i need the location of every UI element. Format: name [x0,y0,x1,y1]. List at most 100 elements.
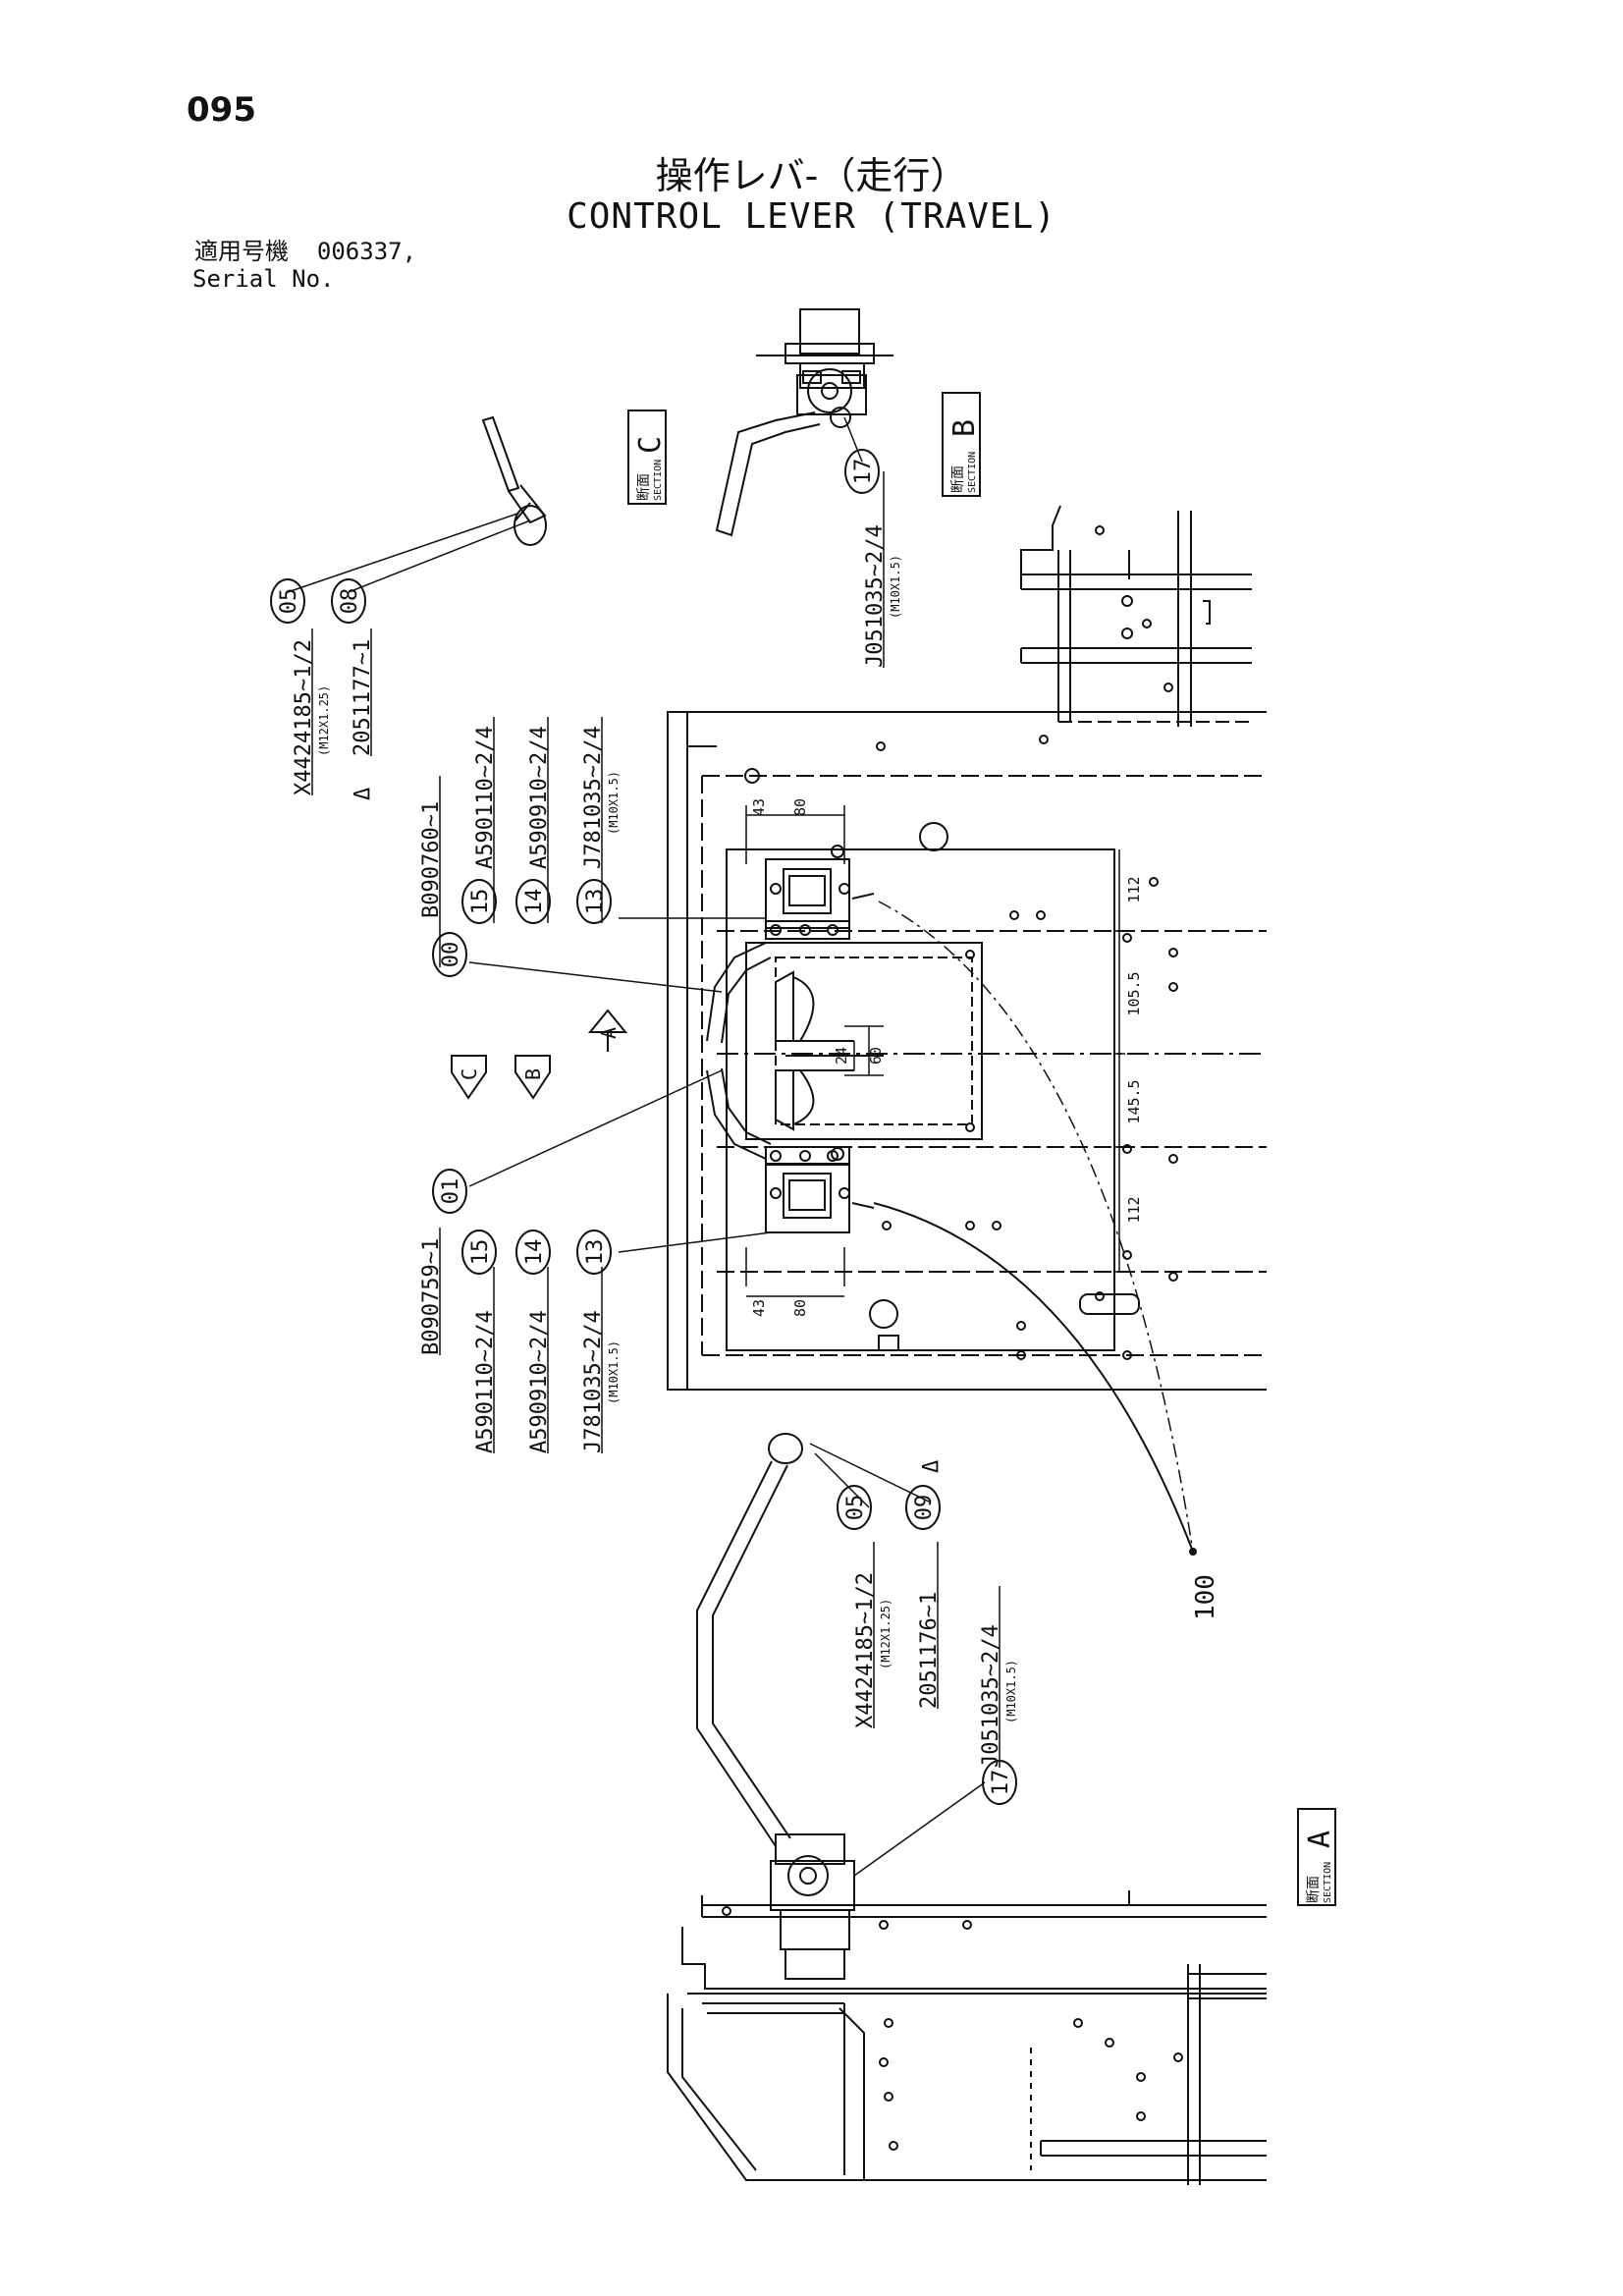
dim-145-5: 145.5 [1125,1079,1143,1123]
dim-60: 60 [867,1047,885,1065]
callout-01-num: 01 [439,1178,463,1205]
dim-105-5: 105.5 [1125,971,1143,1015]
dim-24: 24 [833,1047,850,1065]
part-x4424185-bot: X4424185~1/2 [853,1572,878,1728]
lower-valve [765,1146,875,1233]
part-j051035-bot-spec: (M10X1.5) [1004,1660,1018,1723]
section-c-lever [481,415,547,546]
dimension-lines [745,805,1125,1297]
dimension-labels: 112 105.5 145.5 112 43 80 43 80 24 60 [750,798,1143,1317]
callout-14-bot [515,1230,551,1275]
section-a-box [1297,1808,1336,1906]
dim-43-top: 43 [750,798,768,816]
callout-08 [331,578,366,624]
callout-15-top [461,879,497,924]
section-c-box [627,410,667,505]
callout-17-bot-num: 17 [989,1770,1013,1796]
section-c-letter: C [633,436,668,454]
dim-80-bot: 80 [791,1299,809,1317]
callout-13-top [576,879,612,924]
callout-circles [270,449,1017,1805]
callout-17-top-num: 17 [851,459,876,485]
dim-80-top: 80 [791,798,809,816]
view-arrow-labels: A C B [458,1027,621,1080]
leader-lines [287,416,1001,1877]
callout-08-num: 08 [338,588,362,615]
view-arrow-a [587,1009,628,1052]
title-japanese: 操作レバ-（走行） [655,154,968,197]
view-arrow-b-label: B [521,1068,545,1080]
center-bracket [706,942,983,1160]
section-c-jp: 断面 [636,473,652,501]
section-a-en: SECTION [1323,1862,1333,1903]
part-j051035-top-spec: (M10X1.5) [889,555,902,619]
section-c-en: SECTION [653,460,664,501]
main-plate [667,711,1267,1391]
section-labels: 断面 SECTION C 断面 SECTION B 断面 SECTION A [633,419,1337,1903]
callout-17-top [844,449,880,494]
title-english: CONTROL LEVER (TRAVEL) [567,196,1056,237]
callout-05-bot-num: 05 [843,1495,868,1521]
callout-numbers: 05 08 00 15 14 13 01 15 14 13 17 05 09 1… [277,459,1013,1796]
serial-block: 適用号機 006337, Serial No. [192,238,416,293]
callout-01 [432,1169,467,1214]
section-a-jp: 断面 [1306,1876,1322,1903]
part-x4424185-bot-spec: (M12X1.25) [879,1599,893,1669]
callout-14-top [515,879,551,924]
section-b-en: SECTION [967,452,978,493]
section-b-lever [715,308,893,537]
frame-bottom [667,1927,1267,2185]
part-j781035-top: J781035~2/4 [581,726,606,869]
view-arrow-a-label: A [597,1027,621,1039]
view-arrows [451,1009,628,1100]
part-b090759: B090759~1 [419,1238,444,1355]
callout-17-bot [982,1760,1017,1805]
serial-value: 006337, [316,238,417,265]
callout-13-bot [576,1230,612,1275]
section-a-lever [696,1433,1267,1980]
part-2051177: 2051177~1 [351,639,375,756]
callout-15-bot-num: 15 [468,1239,493,1266]
section-b-box [942,392,981,497]
callout-09 [905,1485,941,1530]
delta-mark-top: Δ [351,788,375,800]
part-a590910-top: A590910~2/4 [527,726,552,869]
section-b-letter: B [947,419,982,437]
page-number: 095 [187,90,256,130]
view-arrow-c-label: C [458,1068,481,1080]
dim-112-bot: 112 [1125,1196,1143,1223]
serial-label-en: Serial No. [192,265,335,293]
upper-valve [765,845,875,940]
dim-112-top: 112 [1125,876,1143,902]
part-2051176: 2051176~1 [917,1592,942,1709]
frame-top-right [1020,505,1252,727]
ref-100: 100 [1191,1574,1220,1620]
serial-label-jp: 適用号機 [194,238,289,265]
section-a-letter: A [1303,1831,1337,1848]
callout-13-top-num: 13 [583,889,608,915]
delta-mark-bot: Δ [919,1460,944,1473]
callout-15-top-num: 15 [468,889,493,915]
callout-14-top-num: 14 [522,889,547,915]
part-a590910-bot: A590910~2/4 [527,1310,552,1453]
callout-15-bot [461,1230,497,1275]
section-b-jp: 断面 [950,465,966,493]
serial-line-1: 適用号機 006337, [194,238,416,265]
part-j051035-bot: J051035~2/4 [979,1624,1003,1768]
callout-14-bot-num: 14 [522,1239,547,1266]
part-a590110-top: A590110~2/4 [473,726,498,869]
callout-13-bot-num: 13 [583,1239,608,1266]
callout-05-top [270,578,305,624]
part-j781035-top-spec: (M10X1.5) [607,771,621,835]
callout-09-num: 09 [912,1495,937,1521]
part-j781035-bot-spec: (M10X1.5) [607,1340,621,1404]
part-x4424185-top-spec: (M12X1.25) [317,685,331,756]
callout-05-top-num: 05 [277,588,301,615]
callout-00-num: 00 [439,942,463,968]
callout-00 [432,932,467,977]
dim-43-bot: 43 [750,1299,768,1317]
part-j051035-top: J051035~2/4 [863,524,888,668]
part-j781035-bot: J781035~2/4 [581,1310,606,1453]
part-b090760: B090760~1 [419,801,444,918]
